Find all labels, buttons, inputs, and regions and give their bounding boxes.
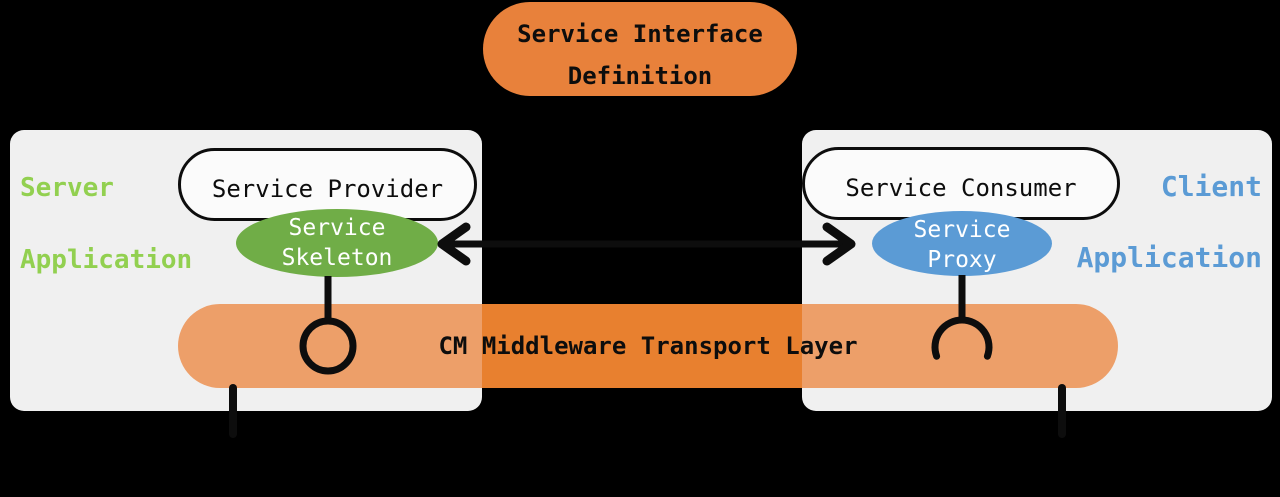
service-proxy-ellipse: Service Proxy [872, 211, 1052, 276]
transport-layer-label: CM Middleware Transport Layer [438, 332, 858, 360]
server-application-label-line1: Server [20, 173, 114, 203]
service-skeleton-label-line1: Service [288, 215, 386, 241]
service-proxy-label-line1: Service [913, 217, 1011, 243]
definition-title-line2: Definition [567, 62, 713, 90]
service-skeleton-label-line2: Skeleton [281, 245, 393, 271]
transport-layer-bar: CM Middleware Transport Layer [178, 304, 1118, 388]
service-skeleton-ellipse: Service Skeleton [236, 209, 438, 277]
client-application-label-line1: Client [1160, 170, 1262, 203]
service-consumer-pill: Service Consumer [802, 147, 1120, 220]
service-proxy-label-line2: Proxy [927, 247, 997, 273]
server-application-label-line2: Application [20, 245, 193, 275]
service-consumer-label: Service Consumer [845, 174, 1077, 202]
service-interface-definition-pill: Service Interface Definition [483, 2, 797, 96]
definition-title-line1: Service Interface [517, 20, 763, 48]
client-application-label-line2: Application [1076, 241, 1262, 274]
service-provider-label: Service Provider [211, 175, 444, 203]
